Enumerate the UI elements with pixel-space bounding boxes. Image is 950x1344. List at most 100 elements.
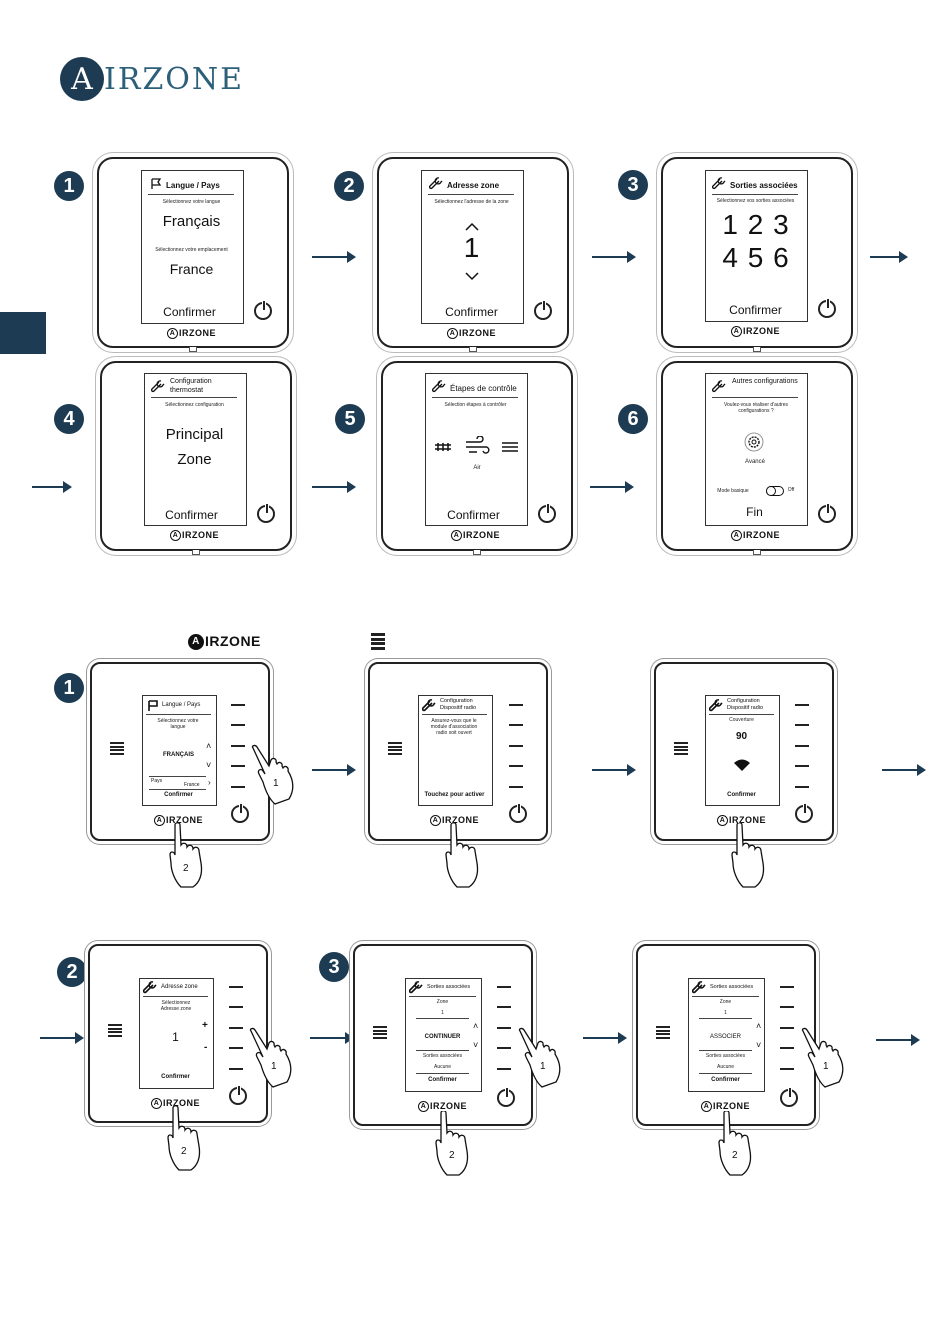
- touch-key[interactable]: [780, 1027, 794, 1029]
- wrench-icon: [709, 699, 723, 712]
- outputs-row-1[interactable]: 1 2 3: [722, 209, 789, 240]
- chevron-up-icon[interactable]: ˄: [206, 741, 212, 751]
- language-value[interactable]: FRANÇAIS: [163, 752, 194, 758]
- arrow-right: [583, 1032, 627, 1044]
- menu-icon: [110, 742, 124, 755]
- touch-key[interactable]: [509, 786, 523, 788]
- chevron-down-icon[interactable]: ˅: [206, 760, 212, 770]
- touch-key[interactable]: [231, 724, 245, 726]
- touch-key[interactable]: [231, 765, 245, 767]
- screen-divider: [416, 1018, 469, 1019]
- chevron-down-icon[interactable]: [465, 272, 479, 281]
- touch-key[interactable]: [497, 1068, 511, 1070]
- confirm-button[interactable]: Confirmer: [729, 303, 782, 317]
- touch-key[interactable]: [497, 986, 511, 988]
- chevron-down-icon[interactable]: ˅: [473, 1040, 479, 1050]
- activate-button[interactable]: Touchez pour activer: [424, 792, 485, 798]
- associate-option[interactable]: ASSOCIER: [709, 1034, 741, 1040]
- power-button[interactable]: [497, 1087, 515, 1107]
- arrow-right: [312, 251, 356, 263]
- radiant-icon[interactable]: [501, 441, 519, 453]
- touch-key[interactable]: [795, 765, 809, 767]
- touch-key[interactable]: [795, 724, 809, 726]
- zone-label: Zone: [436, 999, 449, 1005]
- step-badge: 5: [335, 404, 365, 434]
- touch-key[interactable]: [229, 1027, 243, 1029]
- power-button[interactable]: [231, 803, 249, 823]
- basic-mode-toggle[interactable]: [766, 486, 784, 496]
- touch-key[interactable]: [780, 1006, 794, 1008]
- outputs-row-2[interactable]: 4 5 6: [722, 242, 789, 273]
- power-button[interactable]: [795, 803, 813, 823]
- confirm-button[interactable]: Confirmer: [445, 305, 498, 319]
- touch-key[interactable]: [780, 1047, 794, 1049]
- power-button[interactable]: [257, 503, 275, 523]
- confirm-button[interactable]: Confirmer: [161, 1074, 190, 1080]
- chevron-up-icon[interactable]: ˄: [756, 1021, 762, 1031]
- touch-key[interactable]: [497, 1047, 511, 1049]
- heating-icon[interactable]: [433, 440, 453, 454]
- config-principal[interactable]: Principal: [165, 426, 224, 443]
- wrench-icon: [151, 380, 165, 393]
- screen-divider: [428, 194, 514, 195]
- touch-key[interactable]: [795, 704, 809, 706]
- country-value[interactable]: France: [169, 261, 214, 277]
- confirm-button[interactable]: Confirmer: [163, 305, 216, 319]
- power-button[interactable]: [818, 298, 836, 318]
- touch-key[interactable]: [229, 1068, 243, 1070]
- touch-key[interactable]: [509, 724, 523, 726]
- screen-subtitle: Sélectionnez configuration: [165, 402, 224, 408]
- advanced-gear-icon[interactable]: [744, 432, 764, 452]
- touch-key[interactable]: [229, 986, 243, 988]
- finish-button[interactable]: Fin: [746, 505, 763, 519]
- touch-key[interactable]: [780, 986, 794, 988]
- confirm-button[interactable]: Confirmer: [165, 508, 218, 522]
- power-button[interactable]: [534, 300, 552, 320]
- touch-key[interactable]: [509, 704, 523, 706]
- power-button[interactable]: [254, 300, 272, 320]
- power-button[interactable]: [229, 1085, 247, 1105]
- plus-button[interactable]: +: [202, 1020, 208, 1031]
- air-icon[interactable]: [464, 436, 490, 456]
- touch-key[interactable]: [229, 1006, 243, 1008]
- touch-key[interactable]: [231, 786, 245, 788]
- touch-key[interactable]: [780, 1068, 794, 1070]
- confirm-button[interactable]: Confirmer: [727, 792, 756, 798]
- touch-key[interactable]: [231, 704, 245, 706]
- minus-button[interactable]: -: [204, 1042, 208, 1053]
- power-button[interactable]: [818, 503, 836, 523]
- touch-key[interactable]: [229, 1047, 243, 1049]
- language-value[interactable]: Français: [162, 213, 221, 230]
- config-zone[interactable]: Zone: [177, 451, 212, 468]
- power-button[interactable]: [538, 503, 556, 523]
- menu-icon: [108, 1024, 122, 1037]
- confirm-button[interactable]: Confirmer: [447, 508, 500, 522]
- chevron-up-icon[interactable]: ˄: [473, 1021, 479, 1031]
- confirm-button[interactable]: Confirmer: [428, 1077, 457, 1083]
- touch-key[interactable]: [509, 765, 523, 767]
- power-button[interactable]: [780, 1087, 798, 1107]
- touch-key[interactable]: [497, 1027, 511, 1029]
- touch-key[interactable]: [231, 745, 245, 747]
- hand-label: 2: [183, 863, 189, 874]
- power-button[interactable]: [509, 803, 527, 823]
- country-value[interactable]: France: [184, 782, 200, 788]
- screen-divider: [709, 714, 774, 715]
- arrow-right: [592, 764, 636, 776]
- chevron-right-icon[interactable]: ›: [208, 778, 211, 787]
- touch-key[interactable]: [497, 1006, 511, 1008]
- chevron-down-icon[interactable]: ˅: [756, 1040, 762, 1050]
- touch-key[interactable]: [795, 786, 809, 788]
- continue-option[interactable]: CONTINUER: [424, 1034, 461, 1040]
- screen-subtitle: Sélection étapes à contrôler: [444, 402, 507, 408]
- touch-key[interactable]: [795, 745, 809, 747]
- chevron-up-icon[interactable]: [465, 222, 479, 231]
- confirm-button[interactable]: Confirmer: [711, 1077, 740, 1083]
- screen-divider: [416, 1073, 469, 1074]
- touch-key[interactable]: [509, 745, 523, 747]
- confirm-button[interactable]: Confirmer: [164, 792, 193, 798]
- menu-icon: [656, 1026, 670, 1039]
